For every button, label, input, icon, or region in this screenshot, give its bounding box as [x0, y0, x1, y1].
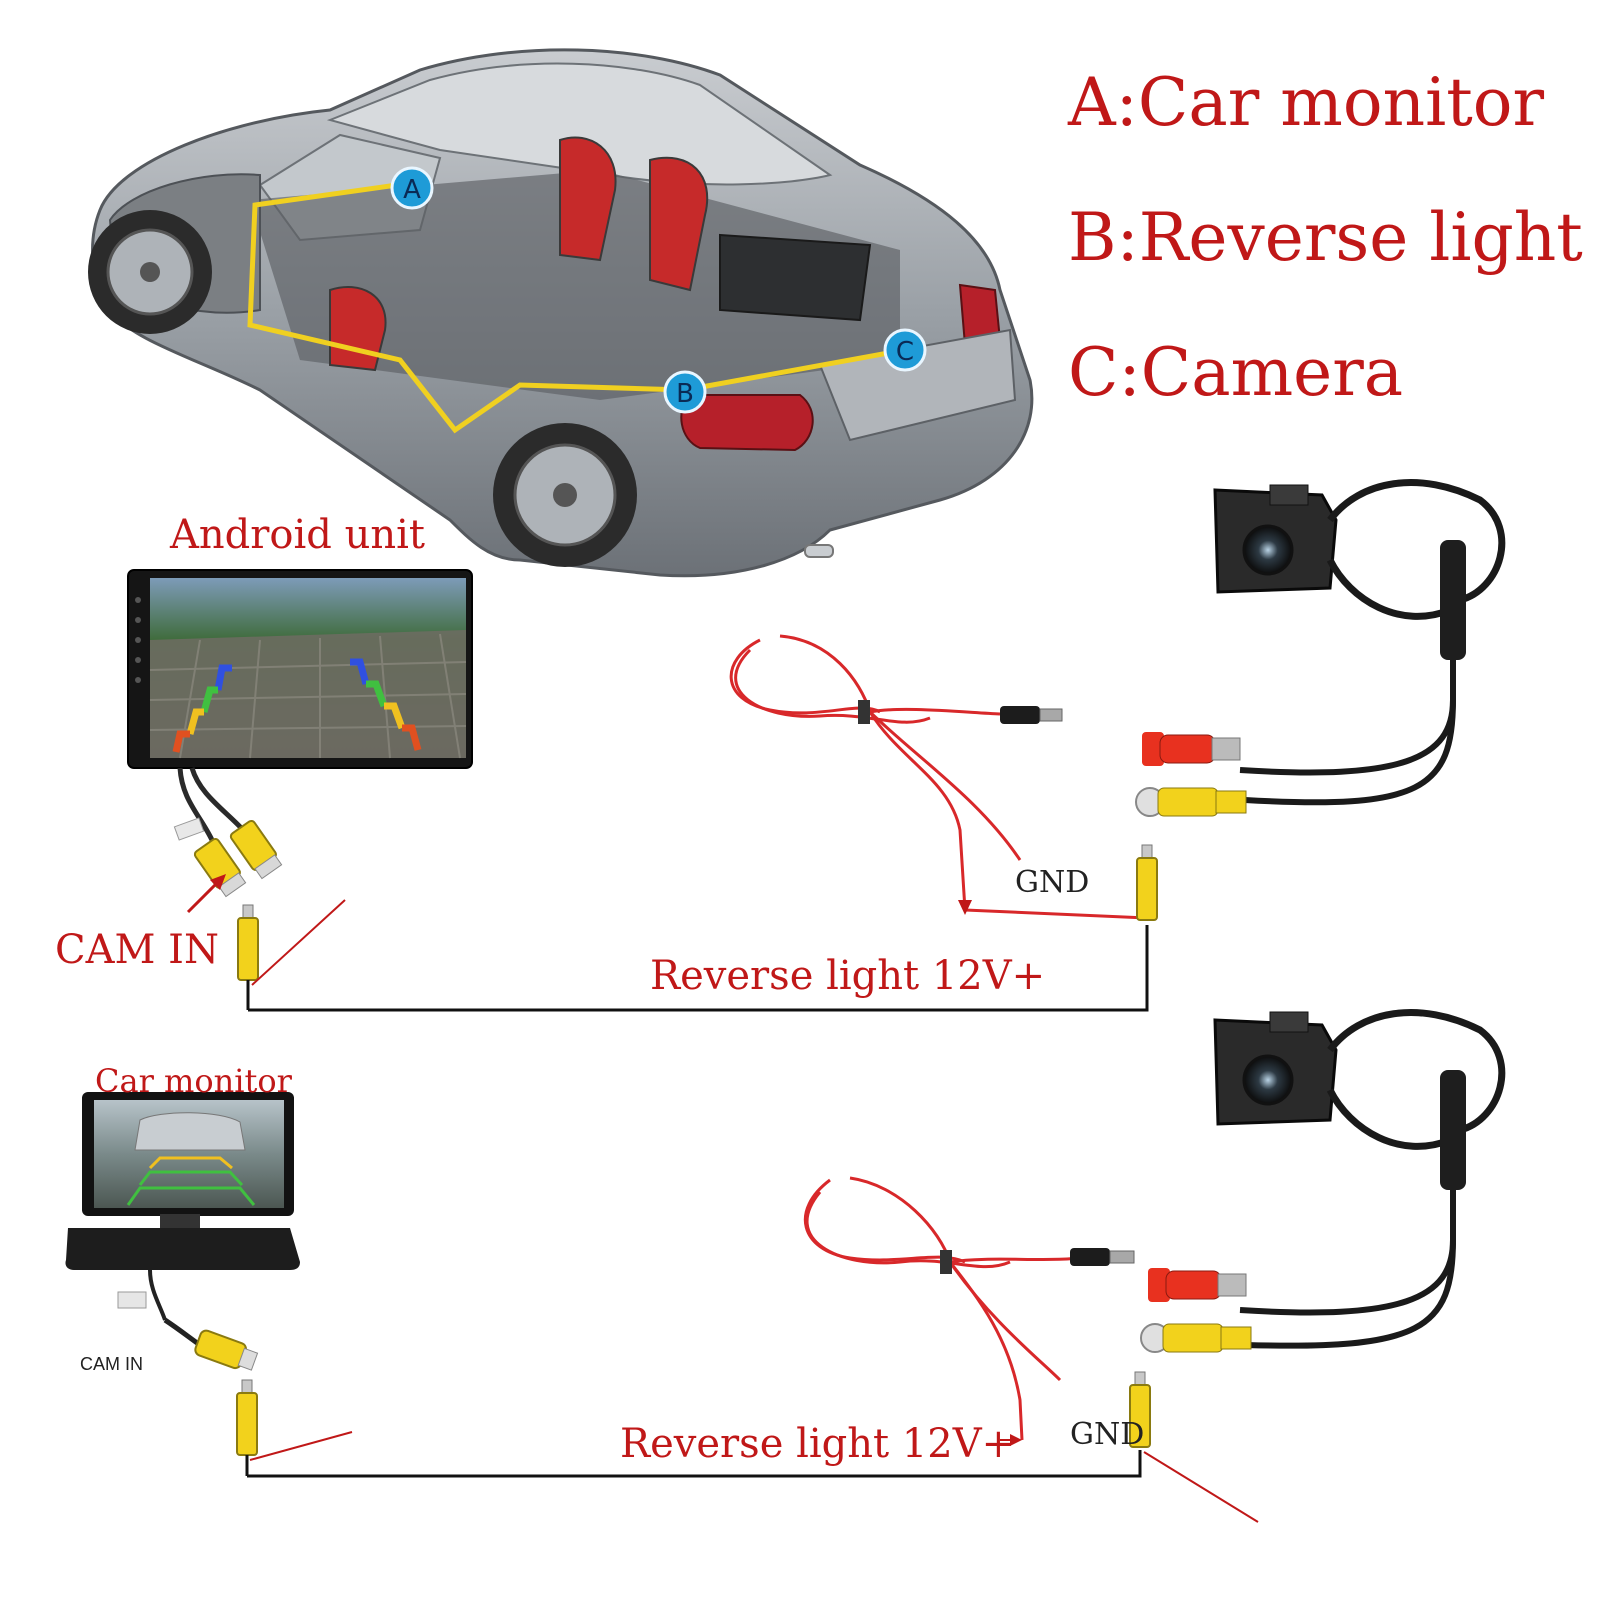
bottom-camera-lens [1242, 1054, 1294, 1106]
car-interior [250, 170, 900, 400]
car-tail-light [680, 394, 814, 452]
top-camera-lens [1242, 524, 1294, 576]
bottom-camera-connector [1440, 1070, 1466, 1190]
car-monitor [65, 1092, 301, 1270]
car-monitor-cables [117, 1269, 259, 1371]
rca-connector-secondary [229, 819, 283, 880]
top-video-plug-left [237, 904, 259, 1010]
marker-c: C [883, 328, 927, 372]
parking-guidelines [172, 658, 422, 753]
bottom-camera-red-rca [1148, 1268, 1247, 1302]
android-unit [127, 569, 473, 769]
top-dc-plug [858, 700, 1063, 724]
legend-car-monitor: A:Car monitor [1068, 64, 1545, 141]
bottom-camera-yellow-rca [1140, 1323, 1252, 1353]
top-cam-in-label: CAM IN [55, 927, 219, 973]
marker-c-text: C [896, 337, 914, 367]
bottom-camera [1140, 1009, 1506, 1353]
android-unit-title: Android unit [170, 512, 425, 558]
bottom-gnd-label: GND [1070, 1417, 1145, 1452]
top-extension-cable [248, 925, 1149, 1012]
bottom-cam-in-rca [194, 1329, 259, 1371]
top-camera [1135, 479, 1506, 817]
car-exhaust [804, 544, 834, 558]
bottom-power-cable [803, 1176, 1081, 1441]
top-reverse-light-label: Reverse light 12V+ [650, 953, 1046, 999]
bottom-extension-cable [247, 1450, 1142, 1478]
car-rear-seat [719, 233, 872, 322]
car-illustration: A B C [88, 48, 1034, 578]
top-camera-red-rca [1142, 732, 1241, 766]
marker-a-text: A [403, 175, 421, 205]
marker-b: B [663, 370, 707, 414]
marker-b-text: B [676, 379, 694, 409]
top-video-plug-right [1136, 844, 1158, 921]
bottom-cam-in-label: CAM IN [80, 1354, 143, 1374]
car-seat [559, 136, 617, 262]
bottom-reverse-arrow [1000, 1434, 1022, 1446]
cam-in-rca-connector [193, 837, 247, 898]
top-red-trigger-wire [251, 899, 346, 986]
top-gnd-label: GND [1015, 865, 1090, 900]
bottom-video-plug-right [1129, 1371, 1151, 1448]
car-wiring-path [247, 182, 906, 434]
bottom-video-plug-left [236, 1379, 258, 1476]
bottom-reverse-light-label: Reverse light 12V+ [620, 1421, 1016, 1467]
android-unit-cables [173, 767, 283, 898]
car-seat [649, 156, 709, 292]
top-gnd-arrow [958, 900, 972, 915]
car-seat [329, 285, 387, 372]
cam-in-arrow [186, 874, 226, 914]
car-monitor-title: Car monitor [95, 1062, 292, 1100]
bottom-red-trigger-wire [249, 1431, 353, 1461]
top-camera-connector [1440, 540, 1466, 660]
car-monitor-base [65, 1228, 301, 1270]
marker-a: A [390, 166, 434, 210]
bottom-dc-plug [940, 1248, 1135, 1274]
legend-reverse-light: B:Reverse light [1068, 199, 1583, 276]
monitor-guidelines [126, 1156, 256, 1206]
top-camera-yellow-rca [1135, 787, 1247, 817]
legend-camera: C:Camera [1068, 334, 1404, 411]
bottom-red-wire-right [1143, 1451, 1259, 1523]
